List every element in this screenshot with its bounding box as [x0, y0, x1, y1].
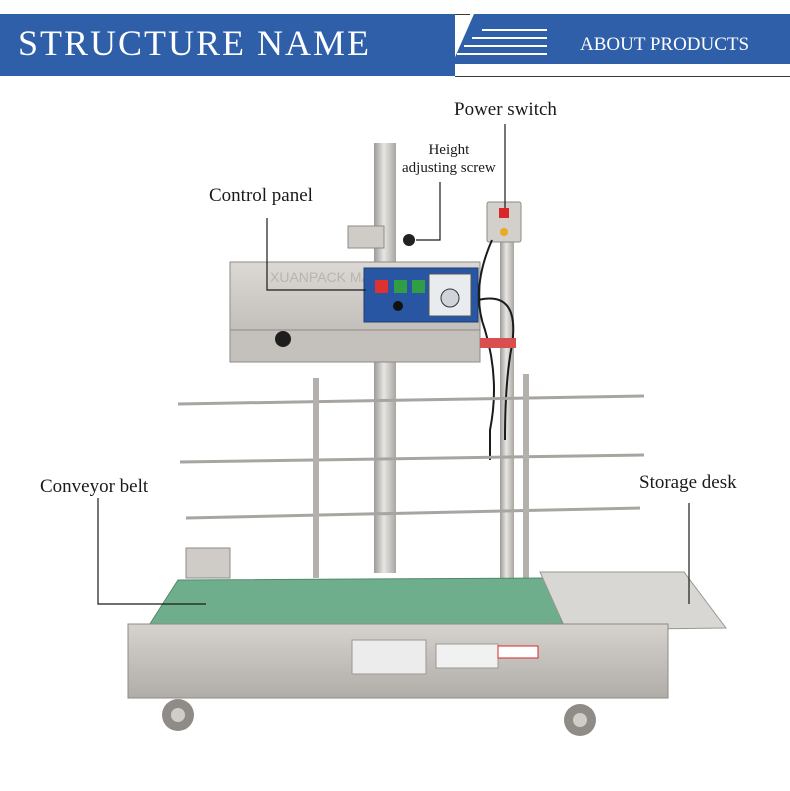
storage-rails — [177, 394, 645, 520]
sealing-machine-photo: XUANPACK MACHINERY — [97, 124, 727, 736]
power-switch-red — [499, 208, 509, 218]
power-indicator — [500, 228, 508, 236]
label-height-line2: adjusting screw — [402, 160, 496, 176]
power-cable — [477, 239, 495, 460]
caster-wheels — [162, 699, 596, 736]
section-title: STRUCTURE NAME — [18, 23, 372, 63]
height-adjusting-knob — [403, 234, 415, 246]
power-switch-box — [486, 201, 522, 243]
panel-button-red — [375, 280, 388, 293]
conveyor-belt — [145, 577, 566, 631]
gauge-dial — [440, 288, 460, 308]
label-height-adjusting-screw: Height adjusting screw — [402, 141, 496, 177]
section-subtitle: ABOUT PRODUCTS — [580, 34, 750, 55]
conveyor-side-box — [185, 547, 231, 579]
panel-dial-small — [393, 301, 403, 311]
nameplate — [351, 639, 427, 675]
brand-plate — [435, 643, 499, 669]
direction-arrow-plate — [497, 645, 539, 659]
label-storage-desk: Storage desk — [639, 472, 737, 493]
header-banner: STRUCTURE NAME ABOUT PRODUCTS — [0, 0, 790, 90]
panel-button-green-1 — [394, 280, 407, 293]
label-control-panel: Control panel — [209, 185, 313, 206]
about-products-bar — [452, 14, 790, 64]
panel-button-green-2 — [412, 280, 425, 293]
banner-bottom-rule — [455, 76, 790, 77]
callout-lines — [97, 124, 690, 605]
rail-posts — [313, 374, 529, 578]
storage-desk — [539, 571, 727, 631]
temperature-knob — [275, 331, 291, 347]
height-bracket — [347, 225, 385, 249]
control-unit-lower — [229, 329, 481, 363]
label-power-switch: Power switch — [454, 99, 557, 120]
warning-sticker — [480, 338, 516, 348]
label-conveyor-belt: Conveyor belt — [40, 476, 149, 497]
label-height-line1: Height — [428, 142, 470, 158]
title-bar — [0, 14, 455, 76]
right-column — [500, 220, 514, 580]
